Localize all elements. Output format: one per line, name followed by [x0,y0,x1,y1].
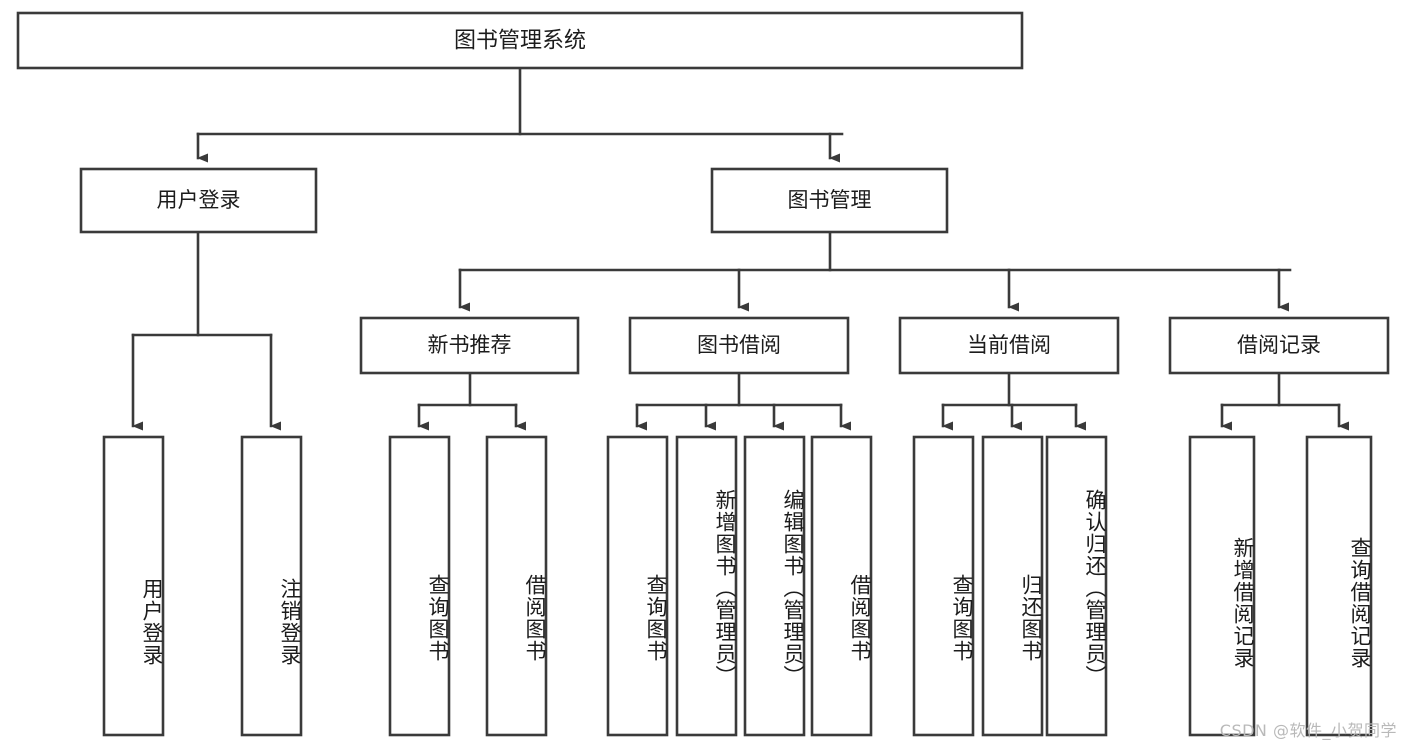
edges-current-borrow-to-leaves [941,371,1086,431]
watermark-text: CSDN @软件_小贺同学 [1219,721,1397,740]
node-book-manage-box[interactable] [710,167,949,234]
leaf-box-query-book-2[interactable] [606,435,669,737]
node-new-book-recommend[interactable]: 新书推荐 [359,316,580,375]
leaf-box-confirm-return[interactable] [1045,435,1108,737]
node-book-borrow-box[interactable] [628,316,850,375]
leaf-box-query-record[interactable] [1305,435,1373,737]
leaf-box-borrow-book-1[interactable] [485,435,548,737]
node-user-login-box[interactable] [79,167,318,234]
leaf-box-query-book-1[interactable] [388,435,451,737]
node-book-manage[interactable]: 图书管理 [710,167,949,234]
node-borrow-record-box[interactable] [1168,316,1390,375]
node-root-box[interactable] [16,11,1024,70]
leaf-box-user-login[interactable] [102,435,165,737]
node-current-borrow-box[interactable] [898,316,1120,375]
node-book-borrow-label: 图书借阅 [697,333,781,357]
node-user-login[interactable]: 用户登录 [79,167,318,234]
node-borrow-record-label: 借阅记录 [1237,333,1321,357]
leaf-box-return-book[interactable] [981,435,1044,737]
leaf-box-borrow-book-2[interactable] [810,435,873,737]
leaf-box-logout[interactable] [240,435,303,737]
node-current-borrow-label: 当前借阅 [967,333,1051,357]
node-book-manage-label: 图书管理 [788,188,872,212]
node-new-book-recommend-label: 新书推荐 [428,333,512,357]
node-new-book-recommend-box[interactable] [359,316,580,375]
node-root[interactable]: 图书管理系统 [16,11,1024,70]
leaf-box-edit-book[interactable] [743,435,806,737]
leaf-boxes [102,435,1373,737]
node-book-borrow[interactable]: 图书借阅 [628,316,850,375]
leaf-box-add-record[interactable] [1188,435,1256,737]
edges-new-book-recommend-to-leaves [417,371,526,431]
edges-user-login-to-leaves [131,230,281,431]
leaf-box-query-book-3[interactable] [912,435,975,737]
node-borrow-record[interactable]: 借阅记录 [1168,316,1390,375]
leaf-box-add-book[interactable] [675,435,738,737]
node-user-login-label: 用户登录 [157,188,241,212]
edges-book-manage-to-level3 [458,230,1292,312]
edges-book-borrow-to-leaves [635,371,851,431]
node-current-borrow[interactable]: 当前借阅 [898,316,1120,375]
edges-borrow-record-to-leaves [1220,371,1349,431]
edges-root-to-level2 [196,66,844,163]
node-root-label: 图书管理系统 [454,29,586,54]
